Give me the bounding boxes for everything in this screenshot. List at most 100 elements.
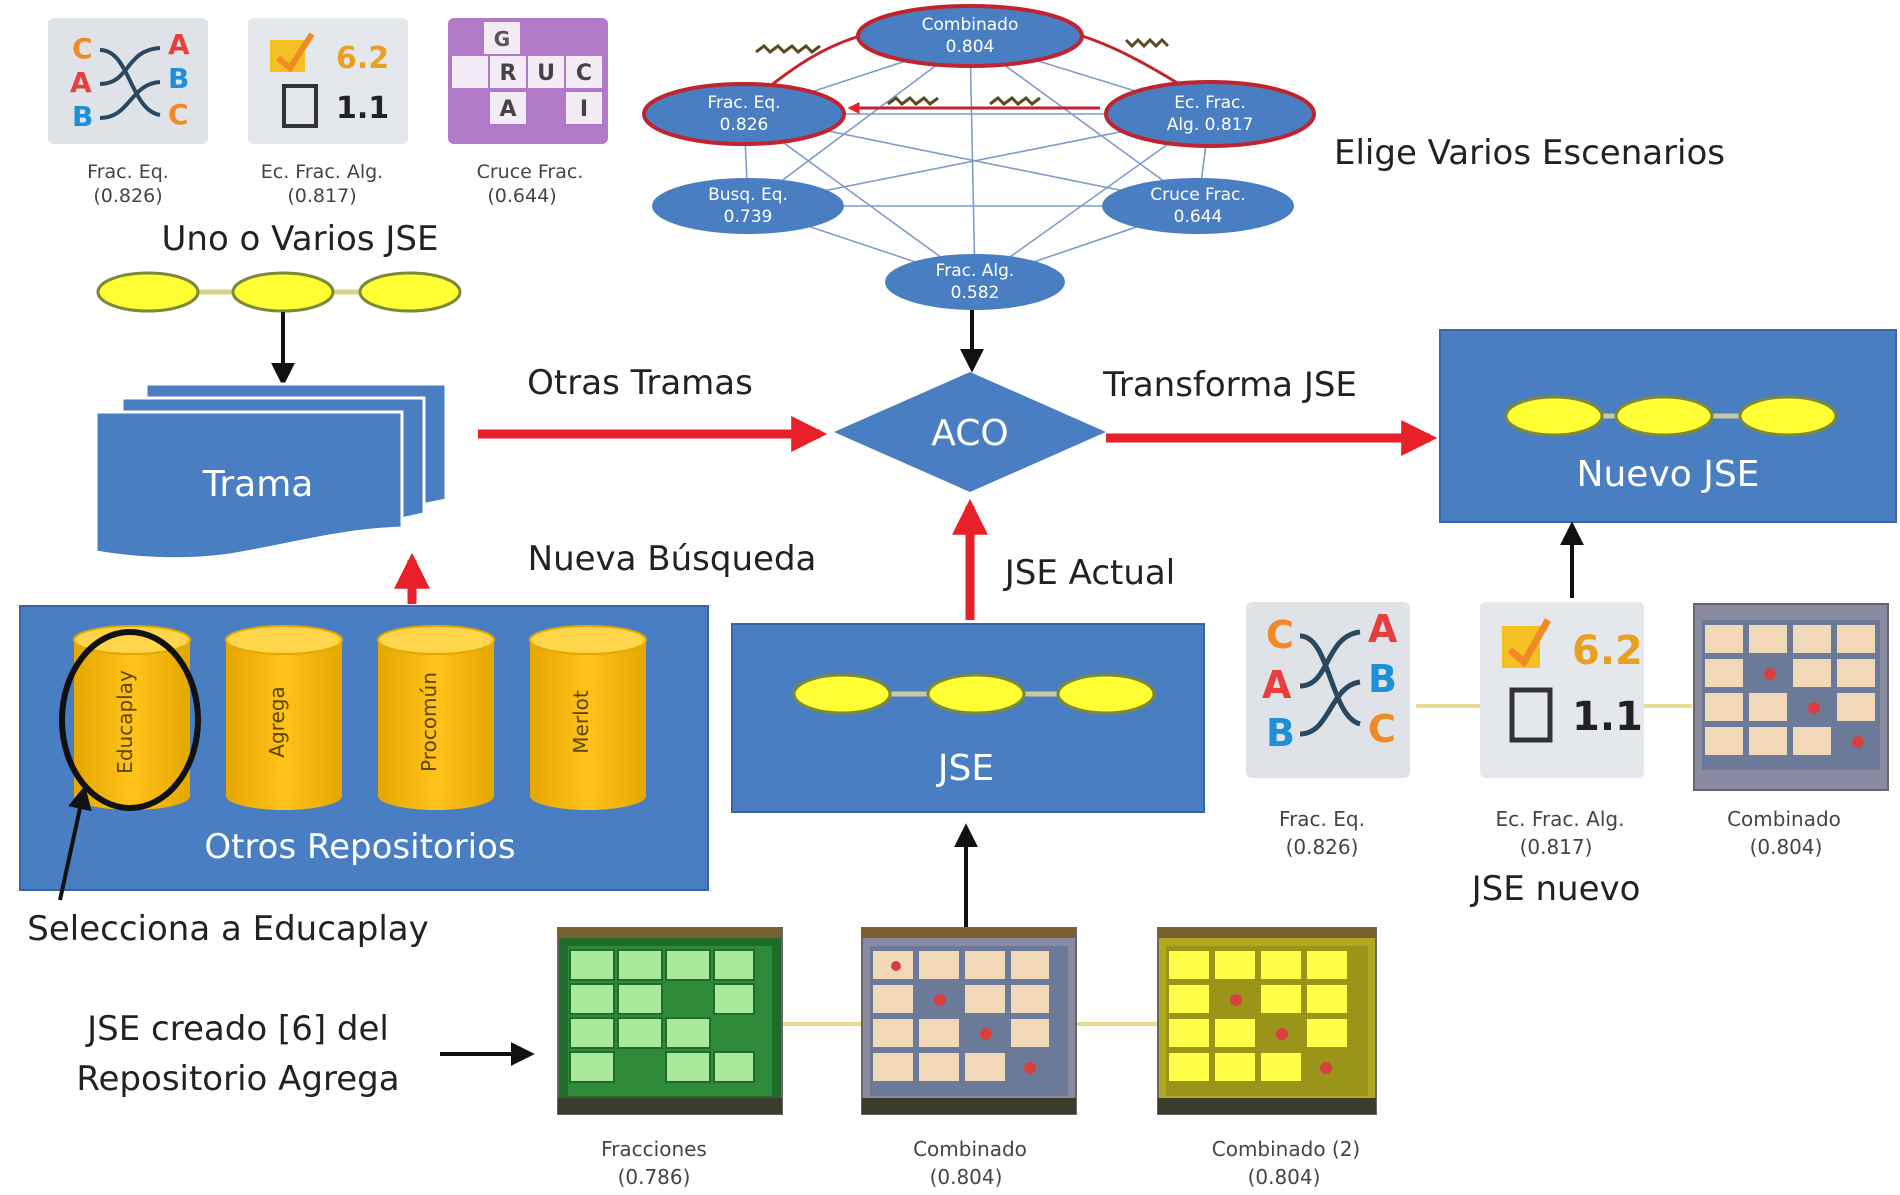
jse-node: [1614, 395, 1714, 437]
icon-letter: A: [1262, 663, 1292, 707]
repository-label: Agrega: [265, 686, 289, 757]
thumbnail-caption: Frac. Eq.: [87, 161, 169, 183]
graph-node-label: Frac. Alg.: [936, 261, 1015, 281]
game-score: (0.804): [930, 1165, 1003, 1189]
graph-node-value: 0.804: [946, 37, 995, 57]
jse-node: [1056, 673, 1156, 715]
repository-label: Educaplay: [113, 670, 137, 774]
right-thumbnail-score: (0.804): [1750, 835, 1823, 859]
jse-node: [926, 673, 1026, 715]
graph-node-label: Combinado: [922, 15, 1019, 35]
jse-node: [1738, 395, 1838, 437]
repository-cylinder-educaplay: Educaplay: [73, 625, 191, 810]
jse-node: [792, 673, 892, 715]
nueva-busqueda-label: Nueva Búsqueda: [528, 539, 817, 579]
graph-node-value: 0.826: [720, 115, 769, 135]
aco-diamond: ACO: [834, 372, 1106, 492]
trama-label: Trama: [202, 464, 314, 505]
graph-node-combinado: Combinado 0.804: [856, 4, 1084, 68]
selecciona-label: Selecciona a Educaplay: [27, 909, 428, 949]
jse-node: [96, 271, 200, 313]
right-thumbnail-ec-frac-alg: 6.2 1.1: [1480, 602, 1644, 778]
otros-repositorios-label: Otros Repositorios: [204, 827, 515, 867]
game-caption: Combinado (2): [1212, 1137, 1361, 1161]
repository-cylinder-procomun: Procomún: [377, 625, 495, 810]
game-board-icon: [1702, 620, 1880, 770]
scenario-graph: Combinado 0.804 Frac. Eq. 0.826 Ec. Frac…: [642, 4, 1316, 310]
repository-cylinder-agrega: Agrega: [225, 625, 343, 810]
repository-label: Procomún: [417, 672, 441, 772]
thumbnail-score: (0.817): [287, 185, 356, 207]
icon-number: 6.2: [336, 41, 389, 76]
jse-actual-label: JSE Actual: [1003, 553, 1175, 593]
trama-shape: Trama: [94, 382, 448, 561]
icon-letter: B: [72, 100, 93, 133]
icon-letter: A: [168, 28, 190, 61]
icon-letter: C: [72, 32, 93, 65]
graph-node-label: Ec. Frac.: [1174, 93, 1246, 113]
right-thumbnail-caption: Combinado: [1727, 807, 1841, 831]
icon-number: 6.2: [1572, 628, 1643, 674]
jse-nuevo-label: JSE nuevo: [1470, 869, 1641, 909]
graph-node-busq-eq: Busq. Eq. 0.739: [652, 178, 844, 234]
matching-letters-icon: C A B A B C: [1262, 607, 1398, 755]
crossword-tile: A: [499, 97, 516, 122]
graph-node-frac-alg: Frac. Alg. 0.582: [885, 254, 1065, 310]
thumbnail-score: (0.826): [93, 185, 162, 207]
matching-letters-icon: C A B A B C: [70, 28, 190, 133]
icon-letter: B: [168, 62, 189, 95]
jse-node: [358, 271, 462, 313]
game-score: (0.786): [618, 1165, 691, 1189]
otros-repositorios-box: Educaplay Agrega Procomún Merlot Otros R…: [19, 605, 709, 891]
icon-letter: A: [1368, 607, 1398, 651]
crossword-tile: G: [494, 27, 510, 51]
thumbnail-cruce-frac: G R U C A I: [448, 18, 608, 144]
right-thumbnail-score: (0.817): [1520, 835, 1593, 859]
game-thumbnail-combinado-2: [1157, 927, 1377, 1115]
icon-letter: C: [1368, 707, 1396, 751]
jse-box: JSE: [731, 623, 1205, 813]
game-caption: Fracciones: [601, 1137, 707, 1161]
game-score: (0.804): [1248, 1165, 1321, 1189]
crossword-tile: R: [500, 61, 517, 86]
graph-node-label: Frac. Eq.: [707, 93, 780, 113]
jse-creado-label-line1: JSE creado [6] del: [85, 1009, 389, 1049]
right-thumbnail-frac-eq: C A B A B C: [1246, 602, 1410, 778]
jse-node: [1504, 395, 1604, 437]
graph-node-value: 0.644: [1174, 207, 1223, 227]
graph-node-value: 0.582: [951, 283, 1000, 303]
transforma-label: Transforma JSE: [1102, 365, 1357, 405]
graph-node-cruce-frac: Cruce Frac. 0.644: [1102, 178, 1294, 234]
thumbnail-caption: Cruce Frac.: [477, 161, 584, 183]
jse-chain-top: [96, 271, 462, 313]
nuevo-jse-label: Nuevo JSE: [1577, 454, 1760, 495]
selection-circle: [59, 629, 201, 811]
thumbnail-caption: Ec. Frac. Alg.: [261, 161, 383, 183]
icon-number: 1.1: [336, 91, 389, 126]
repository-cylinder-merlot: Merlot: [529, 625, 647, 810]
otras-tramas-label: Otras Tramas: [527, 363, 753, 403]
icon-letter: B: [1368, 657, 1397, 701]
equation-icon: 6.2 1.1: [1502, 618, 1643, 743]
icon-letter: C: [1266, 613, 1294, 657]
icon-number: 1.1: [1572, 694, 1643, 740]
right-thumbnail-score: (0.826): [1286, 835, 1359, 859]
right-thumbnail-caption: Frac. Eq.: [1279, 807, 1365, 831]
icon-letter: C: [168, 98, 189, 131]
thumbnail-frac-eq: C A B A B C: [48, 18, 208, 144]
graph-node-ec-frac-alg: Ec. Frac. Alg. 0.817: [1104, 80, 1316, 148]
crossword-icon: G R U C A I: [452, 22, 602, 124]
graph-node-label: Busq. Eq.: [708, 185, 788, 205]
thumbnail-score: (0.644): [487, 185, 556, 207]
nuevo-jse-box: Nuevo JSE: [1439, 329, 1897, 523]
graph-node-frac-eq: Frac. Eq. 0.826: [642, 82, 846, 146]
right-thumbnail-caption: Ec. Frac. Alg.: [1496, 807, 1625, 831]
graph-node-label: Cruce Frac.: [1150, 185, 1246, 205]
elige-label: Elige Varios Escenarios: [1334, 133, 1725, 173]
icon-letter: B: [1266, 711, 1295, 755]
game-thumbnail-fracciones: [557, 927, 783, 1115]
arrow-selecciona-to-educaplay: [58, 785, 92, 901]
right-thumbnail-combinado: [1693, 603, 1889, 791]
graph-node-value: Alg. 0.817: [1167, 115, 1254, 135]
